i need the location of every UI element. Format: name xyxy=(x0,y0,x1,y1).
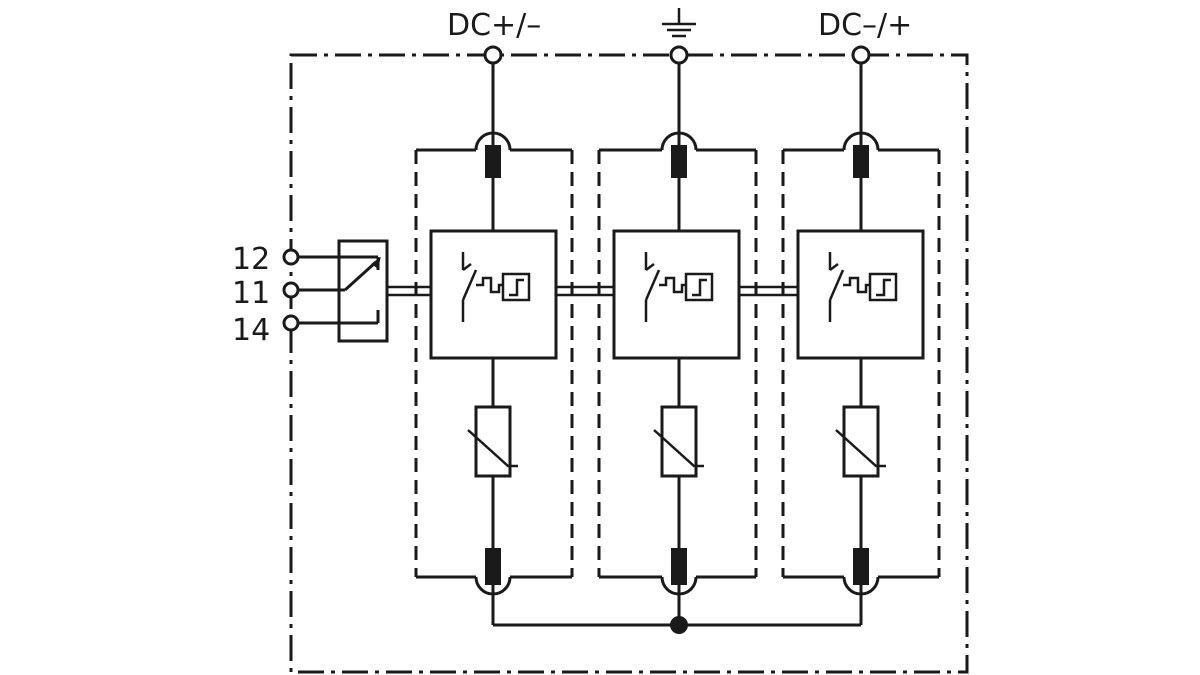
signal-relay-icon xyxy=(298,239,389,343)
varistor-slash xyxy=(835,429,886,468)
housing-outline xyxy=(289,53,969,674)
terminal-dc-right xyxy=(851,45,871,65)
fuse-icon xyxy=(485,548,501,585)
aux-terminal-11 xyxy=(282,281,300,299)
module-2 xyxy=(597,63,758,625)
terminal-label-dc-right: DC–/+ xyxy=(818,8,912,43)
thermal-disconnector-icon xyxy=(644,252,714,322)
disconnector-block xyxy=(612,229,741,360)
bus-junction-dot xyxy=(670,616,688,634)
module-1 xyxy=(414,63,574,625)
disconnector-block xyxy=(429,229,558,360)
signal-square xyxy=(501,272,531,302)
earth-ground-icon xyxy=(662,8,696,38)
fuse-icon xyxy=(671,548,687,585)
varistor-slash xyxy=(653,429,704,468)
terminal-ground xyxy=(669,45,689,65)
aux-label-14: 14 xyxy=(232,313,270,348)
protection-modules xyxy=(414,63,941,625)
thermal-disconnector-icon xyxy=(461,252,531,322)
terminal-dc-left xyxy=(483,45,503,65)
varistor-icon xyxy=(660,405,698,478)
fuse-icon xyxy=(853,548,869,585)
signal-square xyxy=(868,272,898,302)
signal-square xyxy=(684,272,714,302)
varistor-slash xyxy=(467,429,518,468)
aux-terminal-12 xyxy=(282,248,300,266)
thermal-disconnector-icon xyxy=(828,252,898,322)
fuse-icon xyxy=(853,145,869,178)
aux-label-11: 11 xyxy=(232,276,270,311)
mechanical-linkage xyxy=(387,285,798,297)
fuse-icon xyxy=(671,145,687,178)
module-3 xyxy=(781,63,941,625)
aux-label-12: 12 xyxy=(232,242,270,277)
terminal-label-dc-left: DC+/– xyxy=(447,8,541,43)
aux-terminal-14 xyxy=(282,314,300,332)
fuse-icon xyxy=(485,145,501,178)
disconnector-block xyxy=(796,229,925,360)
